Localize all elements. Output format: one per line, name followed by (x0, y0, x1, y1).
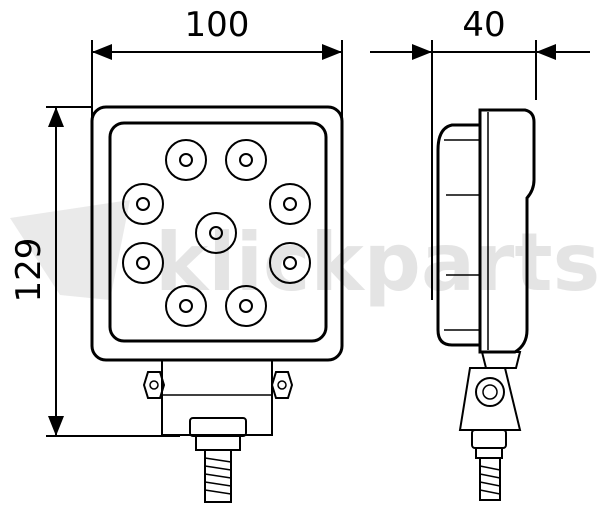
wing-nut-right (270, 371, 294, 399)
led (122, 183, 164, 225)
pivot-gear-icon (475, 377, 505, 407)
wing-nut-left (142, 371, 166, 399)
led (165, 139, 207, 181)
watermark-logo-icon (10, 200, 130, 300)
led (195, 212, 237, 254)
led (225, 285, 267, 327)
dimension-height-label: 129 (9, 238, 49, 303)
side-bracket (458, 351, 522, 501)
side-housing (478, 108, 536, 354)
led (122, 242, 164, 284)
led (269, 183, 311, 225)
side-view (436, 108, 536, 501)
side-lens (436, 123, 480, 347)
dimension-width-label: 100 (185, 5, 250, 45)
led (165, 285, 207, 327)
front-lens-frame (108, 121, 328, 343)
mount-nut (189, 417, 247, 437)
dimension-height: 129 (9, 106, 180, 437)
mount-bolt (204, 449, 232, 503)
dimension-depth-label: 40 (462, 5, 505, 45)
dimension-depth: 40 (370, 5, 590, 300)
front-bracket (142, 359, 294, 503)
led-array (122, 139, 311, 327)
dimension-width: 100 (91, 5, 343, 290)
led (269, 242, 311, 284)
led (225, 139, 267, 181)
